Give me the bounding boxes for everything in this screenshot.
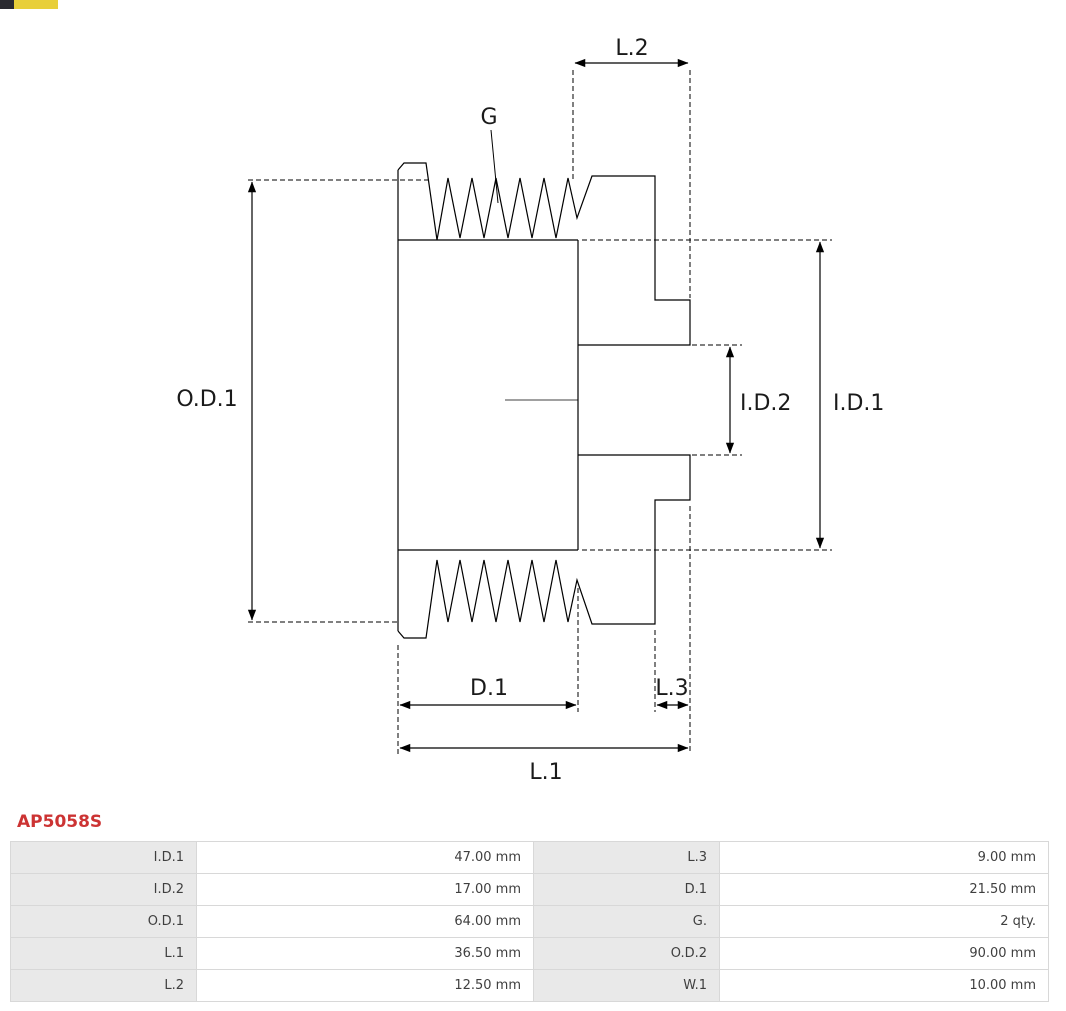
logo-dark-segment (0, 0, 14, 9)
pulley-outline-lower (397, 454, 691, 639)
spec-label: W.1 (533, 969, 720, 1002)
spec-label: G. (533, 905, 720, 938)
g-leader-line (490, 129, 499, 204)
spec-row: O.D.1 64.00 mm G. 2 qty. (10, 905, 1049, 938)
spec-row: L.2 12.50 mm W.1 10.00 mm (10, 969, 1049, 1002)
spec-label: L.3 (533, 841, 720, 874)
extension-lines (248, 70, 832, 754)
spec-value: 12.50 mm (196, 969, 534, 1002)
label-d1: D.1 (470, 676, 508, 701)
label-g: G (480, 105, 497, 130)
spec-value: 21.50 mm (719, 873, 1049, 906)
label-id1: I.D.1 (833, 391, 884, 416)
label-l1: L.1 (529, 760, 562, 785)
spec-label: O.D.2 (533, 937, 720, 970)
dimension-lines (247, 58, 825, 753)
spec-value: 64.00 mm (196, 905, 534, 938)
pulley-technical-drawing: O.D.1 L.2 G I.D.1 I.D.2 D.1 L.3 L.1 (176, 36, 884, 785)
spec-label: L.1 (10, 937, 197, 970)
spec-row: I.D.1 47.00 mm L.3 9.00 mm (10, 841, 1049, 874)
label-od1: O.D.1 (176, 387, 237, 412)
pulley-outline (397, 162, 691, 639)
pulley-outline-upper (397, 162, 691, 346)
spec-value: 90.00 mm (719, 937, 1049, 970)
site-logo (0, 0, 58, 9)
part-number: AP5058S (17, 812, 103, 832)
spec-value: 2 qty. (719, 905, 1049, 938)
dimension-labels: O.D.1 L.2 G I.D.1 I.D.2 D.1 L.3 L.1 (176, 36, 884, 785)
spec-table: I.D.1 47.00 mm L.3 9.00 mm I.D.2 17.00 m… (10, 841, 1049, 1002)
spec-label: I.D.1 (10, 841, 197, 874)
spec-row: I.D.2 17.00 mm D.1 21.50 mm (10, 873, 1049, 906)
spec-label: D.1 (533, 873, 720, 906)
spec-value: 17.00 mm (196, 873, 534, 906)
label-id2: I.D.2 (740, 391, 791, 416)
spec-value: 9.00 mm (719, 841, 1049, 874)
spec-label: O.D.1 (10, 905, 197, 938)
label-l3: L.3 (655, 676, 688, 701)
spec-value: 10.00 mm (719, 969, 1049, 1002)
spec-value: 47.00 mm (196, 841, 534, 874)
spec-value: 36.50 mm (196, 937, 534, 970)
spec-row: L.1 36.50 mm O.D.2 90.00 mm (10, 937, 1049, 970)
spec-label: L.2 (10, 969, 197, 1002)
spec-label: I.D.2 (10, 873, 197, 906)
logo-yellow-segment (14, 0, 58, 9)
label-l2: L.2 (615, 36, 648, 61)
